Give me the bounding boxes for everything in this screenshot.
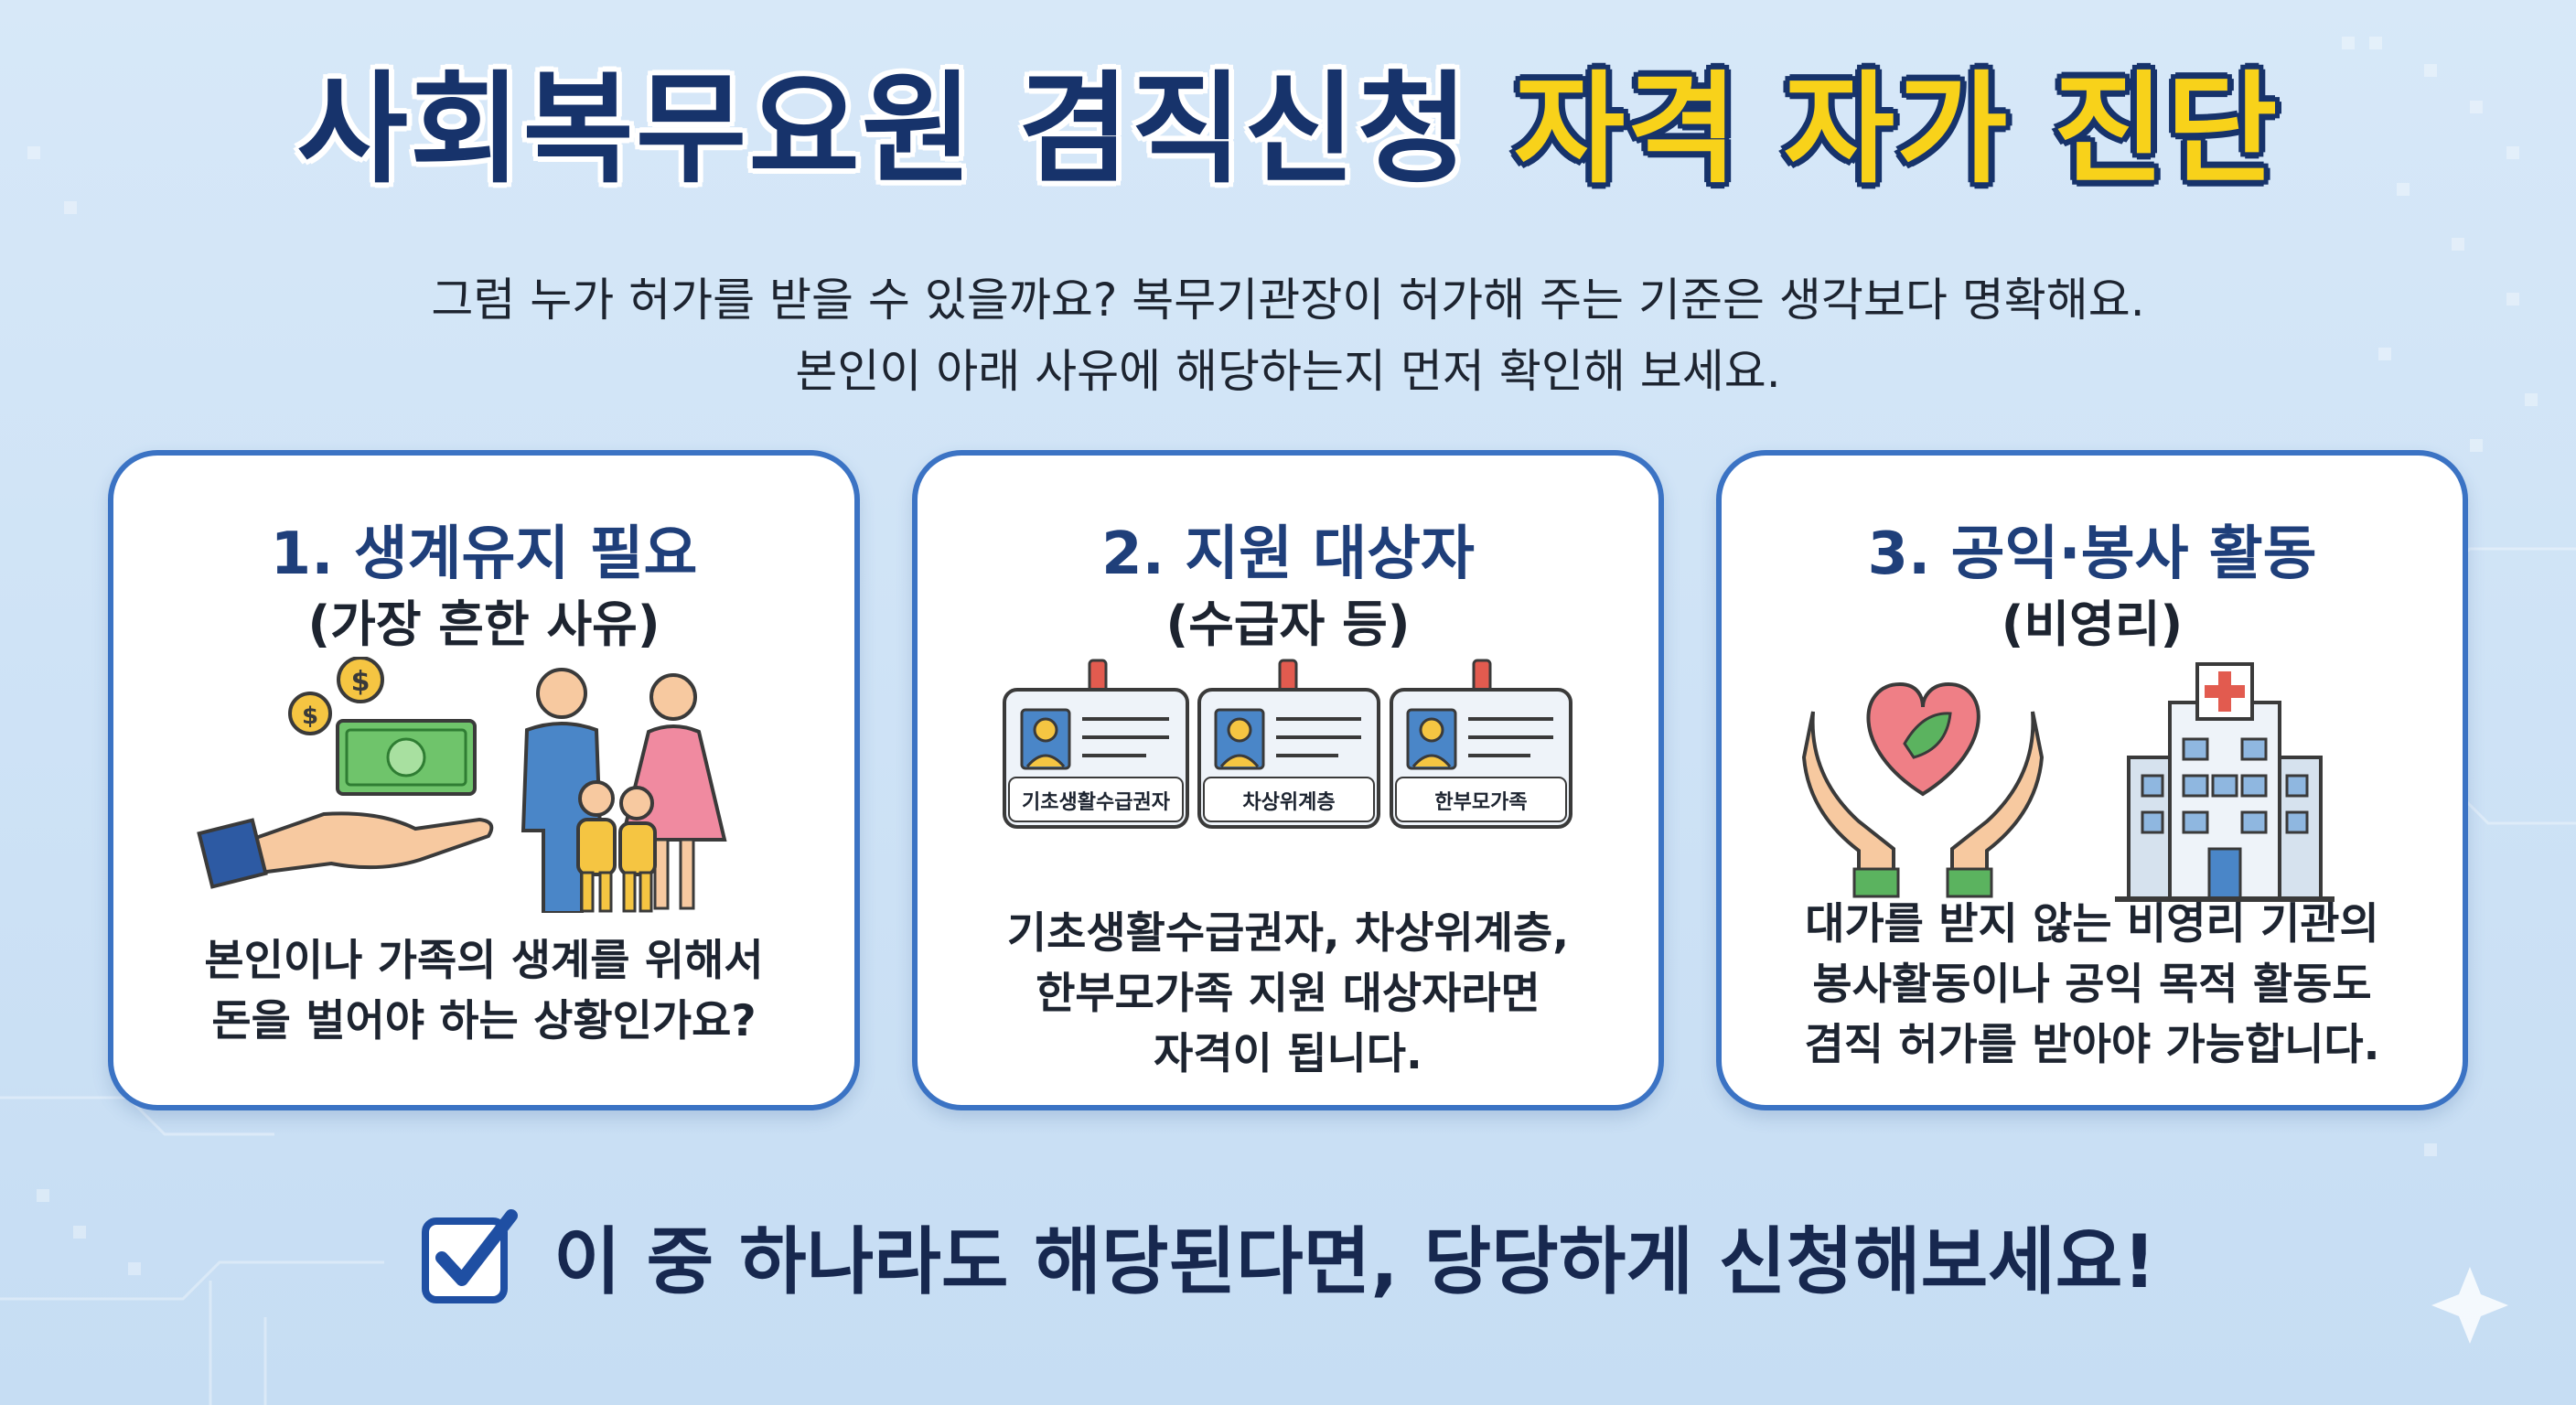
- card-heading: 2. 지원 대상자: [1101, 520, 1475, 588]
- card-description: 본인이나 가족의 생계를 위해서 돈을 벌어야 하는 상황인가요?: [132, 931, 836, 1052]
- id-badge-icon: [1390, 659, 1572, 829]
- badge-label: 기초생활수급권자: [1022, 791, 1171, 814]
- checkbox-checked-icon: [422, 1209, 519, 1303]
- card-heading: 1. 생계유지 필요: [270, 520, 698, 588]
- id-badge-icon: [1003, 659, 1189, 829]
- page-title: 사회복무요원 겸직신청 자격 자가 진단: [0, 63, 2576, 197]
- card-description: 대가를 받지 않는 비영리 기관의 봉사활동이나 공익 목적 활동도 겸직 허가…: [1740, 895, 2444, 1075]
- intro-line-2: 본인이 아래 사유에 해당하는지 먼저 확인해 보세요.: [795, 344, 1781, 398]
- id-badge-icon: [1197, 659, 1380, 829]
- svg-text:$: $: [351, 666, 370, 698]
- card-desc-line: 한부모가족 지원 대상자라면: [1036, 968, 1540, 1019]
- card-desc-line: 대가를 받지 않는 비영리 기관의: [1805, 899, 2379, 949]
- intro-line-1: 그럼 누가 허가를 받을 수 있을까요? 복무기관장이 허가해 주는 기준은 생…: [431, 273, 2145, 327]
- card-desc-line: 자격이 됩니다.: [1154, 1028, 1422, 1079]
- card-subheading: (수급자 등): [1165, 595, 1411, 653]
- card-desc-line: 겸직 허가를 받아야 가능합니다.: [1804, 1019, 2380, 1070]
- page-title-highlight: 자격 자가 진단: [1513, 59, 2280, 200]
- hospital-icon: [2115, 662, 2334, 902]
- money-hand-icon: $ $: [197, 657, 494, 889]
- card-illustration: 기초생활수급권자 차상위계층 한부모가족: [1003, 659, 1572, 829]
- card-heading: 3. 공익·봉사 활동: [1867, 520, 2317, 588]
- card-public-volunteer: 3. 공익·봉사 활동 (비영리): [1716, 450, 2468, 1110]
- svg-text:$: $: [302, 702, 318, 730]
- intro-text: 그럼 누가 허가를 받을 수 있을까요? 복무기관장이 허가해 주는 기준은 생…: [0, 265, 2576, 407]
- card-description: 기초생활수급권자, 차상위계층, 한부모가족 지원 대상자라면 자격이 됩니다.: [936, 904, 1640, 1084]
- footer-text: 이 중 하나라도 해당된다면, 당당하게 신청해보세요!: [553, 1219, 2156, 1304]
- card-illustration: [1801, 662, 2334, 902]
- card-desc-line: 돈을 벌어야 하는 상황인가요?: [211, 995, 757, 1046]
- card-desc-line: 기초생활수급권자, 차상위계층,: [1006, 908, 1570, 959]
- card-livelihood: 1. 생계유지 필요 (가장 흔한 사유) $ $: [108, 450, 860, 1110]
- card-desc-line: 봉사활동이나 공익 목적 활동도: [1812, 959, 2372, 1010]
- card-support-target: 2. 지원 대상자 (수급자 등): [912, 450, 1664, 1110]
- badge-label: 한부모가족: [1434, 791, 1527, 814]
- card-desc-line: 본인이나 가족의 생계를 위해서: [204, 936, 764, 986]
- heart-hands-icon: [1801, 681, 2045, 898]
- footer-callout: 이 중 하나라도 해당된다면, 당당하게 신청해보세요!: [0, 1203, 2576, 1309]
- page-title-main: 사회복무요원 겸직신청: [296, 59, 1470, 200]
- card-subheading: (가장 흔한 사유): [307, 595, 660, 653]
- family-icon: [521, 668, 727, 913]
- card-subheading: (비영리): [2001, 595, 2184, 653]
- card-illustration: $ $: [197, 657, 727, 913]
- badge-label: 차상위계층: [1242, 791, 1335, 814]
